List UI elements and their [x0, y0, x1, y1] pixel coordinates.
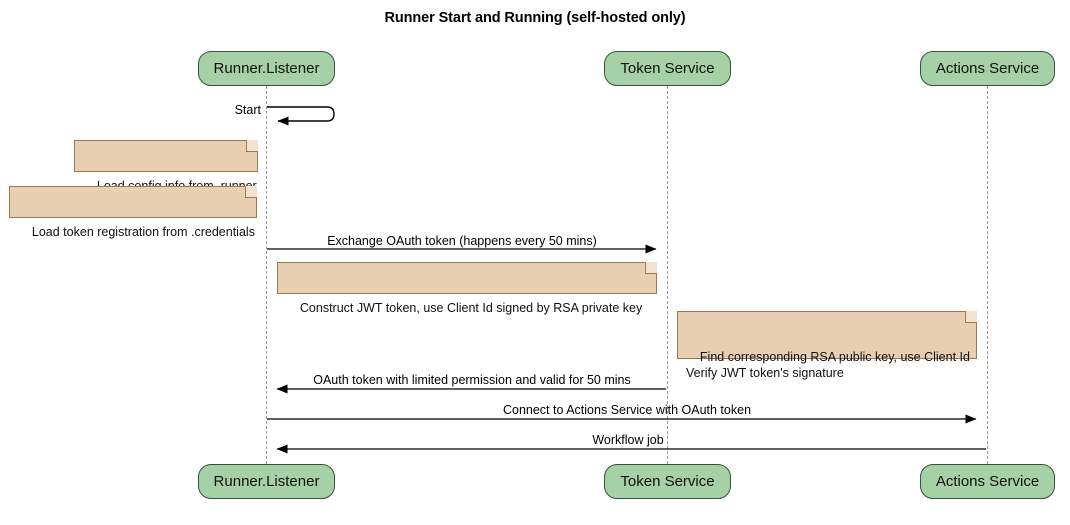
lifeline-actions [987, 86, 988, 464]
message-label-text: Workflow job [592, 433, 664, 447]
message-label-text: OAuth token with limited permission and … [313, 373, 631, 387]
message-label-oauth-token-reply: OAuth token with limited permission and … [277, 373, 667, 387]
note-fold-corner-icon [245, 186, 257, 198]
message-label-text: Start [234, 103, 261, 117]
note-text: Construct JWT token, use Client Id signe… [299, 301, 643, 315]
note-load-config: Load config info from .runner [74, 140, 258, 193]
note-fold-corner-icon [645, 262, 657, 274]
note-text: Find corresponding RSA public key, use C… [686, 350, 970, 380]
message-arrow-start [267, 106, 335, 126]
lifeline-runner [266, 86, 267, 464]
participant-label: Runner.Listener [213, 473, 320, 490]
participant-actions-service-top[interactable]: Actions Service [920, 51, 1055, 86]
participant-token-service-bottom[interactable]: Token Service [604, 464, 731, 499]
note-load-token-registration: Load token registration from .credential… [9, 186, 257, 239]
message-label-connect-actions-service: Connect to Actions Service with OAuth to… [267, 403, 987, 417]
participant-label: Token Service [620, 473, 715, 490]
note-text: Load token registration from .credential… [31, 225, 255, 239]
participant-runner-listener-bottom[interactable]: Runner.Listener [198, 464, 335, 499]
note-verify-jwt: Find corresponding RSA public key, use C… [677, 311, 977, 380]
participant-label: Actions Service [935, 473, 1040, 490]
note-fold-corner-icon [965, 311, 977, 323]
page-title: Runner Start and Running (self-hosted on… [384, 10, 686, 26]
participant-token-service-top[interactable]: Token Service [604, 51, 731, 86]
participant-label: Token Service [620, 60, 715, 77]
message-label-exchange-oauth-token: Exchange OAuth token (happens every 50 m… [267, 234, 657, 248]
participant-label: Runner.Listener [213, 60, 320, 77]
message-label-workflow-job: Workflow job [418, 433, 838, 447]
note-construct-jwt: Construct JWT token, use Client Id signe… [277, 262, 657, 315]
message-label-text: Exchange OAuth token (happens every 50 m… [327, 234, 597, 248]
participant-runner-listener-top[interactable]: Runner.Listener [198, 51, 335, 86]
message-label-start: Start [166, 103, 261, 117]
lifeline-token [667, 86, 668, 464]
message-label-text: Connect to Actions Service with OAuth to… [502, 403, 752, 417]
participant-label: Actions Service [935, 60, 1040, 77]
note-fold-corner-icon [246, 140, 258, 152]
participant-actions-service-bottom[interactable]: Actions Service [920, 464, 1055, 499]
